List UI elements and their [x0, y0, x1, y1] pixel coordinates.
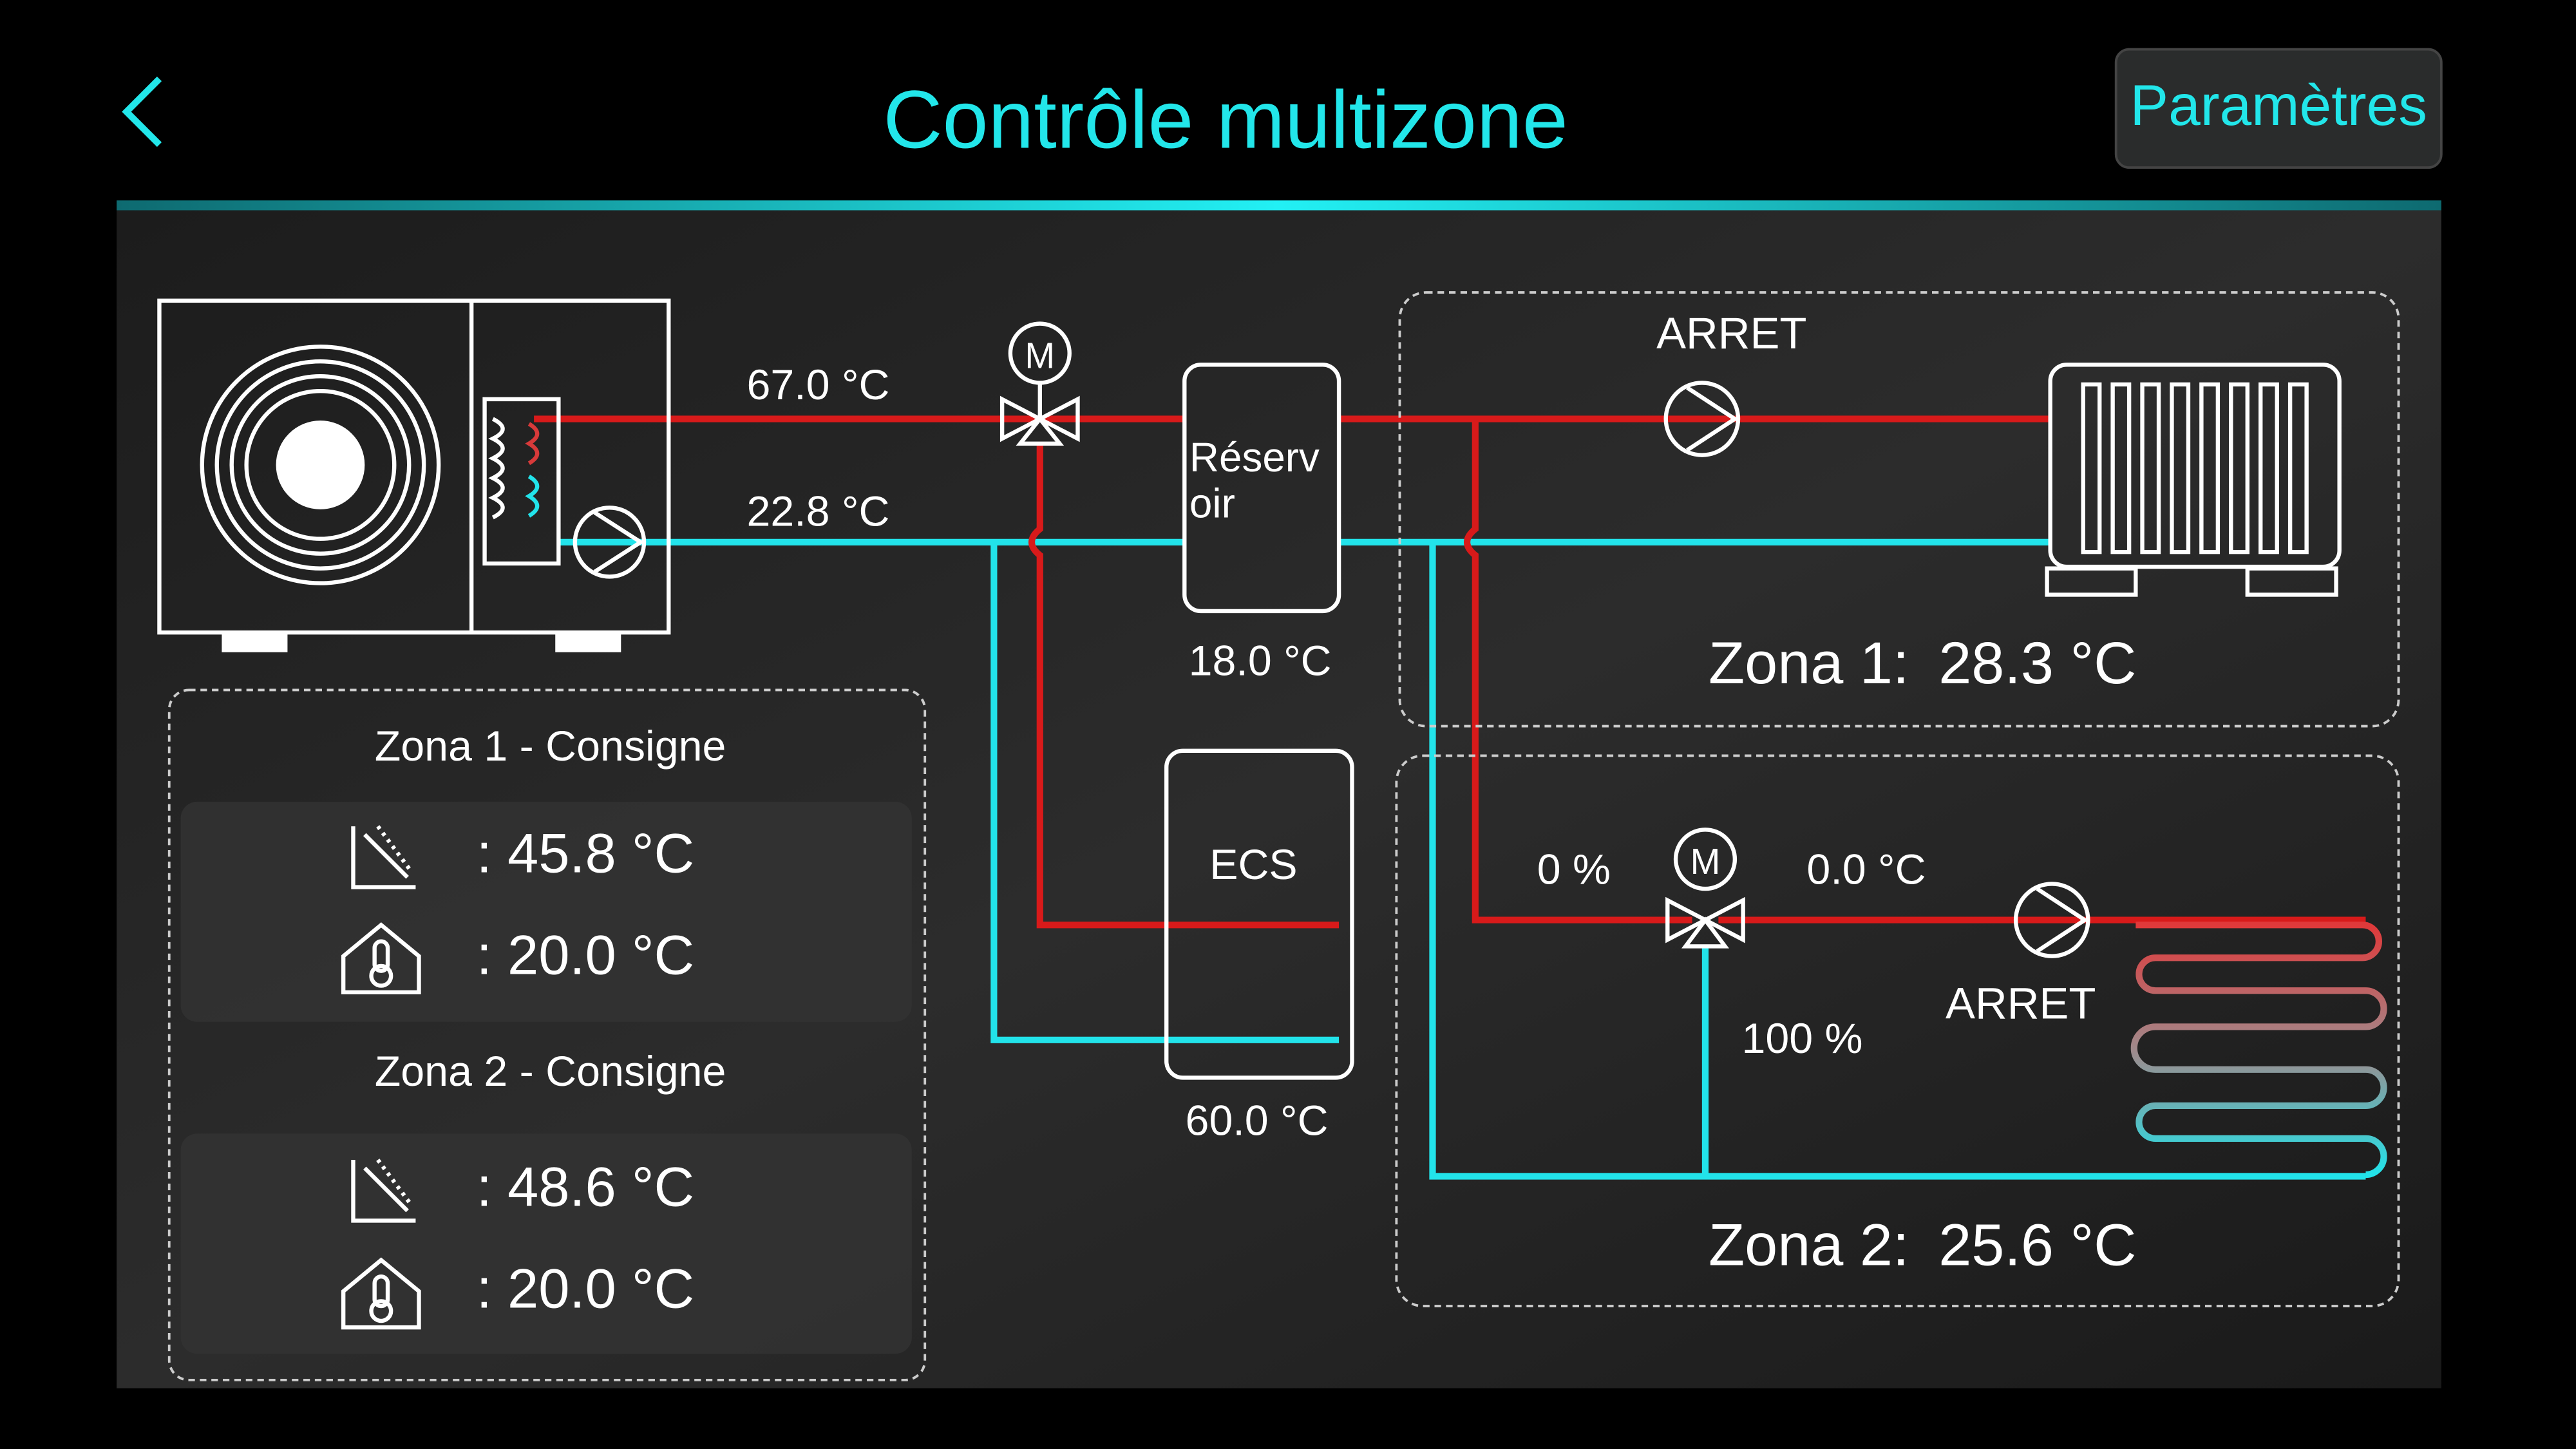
svg-text:: 20.0 °C: : 20.0 °C [477, 924, 694, 987]
settings-label: Paramètres [2130, 73, 2427, 137]
svg-text:Réserv: Réserv [1189, 434, 1320, 480]
motorized-valve-icon: M [999, 321, 1080, 446]
zone2-label: Zona 2: [1709, 1212, 1909, 1278]
svg-text:ECS: ECS [1209, 841, 1297, 889]
pump-icon [573, 506, 647, 579]
zone1-label: Zona 1: [1709, 630, 1909, 696]
svg-text:: 45.8 °C: : 45.8 °C [477, 822, 694, 885]
back-button[interactable] [122, 76, 162, 147]
return-temp: 22.8 °C [746, 488, 889, 535]
header-divider [117, 200, 2441, 211]
zone1-setpoint-card[interactable]: : 45.8 °C : 20.0 °C [180, 801, 912, 1022]
svg-text:M: M [1690, 841, 1721, 882]
svg-text:: 20.0 °C: : 20.0 °C [477, 1258, 694, 1320]
settings-button[interactable]: Paramètres [2114, 48, 2443, 169]
pump-icon [1663, 381, 1741, 457]
zone2-valve-open: 0 % [1537, 846, 1611, 893]
heating-curve-icon [351, 1159, 416, 1223]
zone2-valve-bypass: 100 % [1741, 1015, 1862, 1063]
house-thermometer-icon [341, 922, 421, 995]
house-thermometer-icon [341, 1257, 421, 1330]
svg-text:: 48.6 °C: : 48.6 °C [477, 1155, 694, 1218]
heating-curve-icon [351, 825, 416, 889]
zone2-pump-status: ARRET [1946, 979, 2096, 1028]
pipes [534, 415, 2387, 1180]
zone2-mix-temp: 0.0 °C [1806, 846, 1926, 893]
motorized-valve-icon: M [1665, 828, 1745, 949]
svg-text:oir: oir [1189, 480, 1235, 527]
chevron-left-icon [122, 76, 162, 147]
svg-text:M: M [1025, 335, 1055, 375]
dhw-tank: ECS [1164, 748, 1354, 1080]
zone1-setpoint-title: Zona 1 - Consigne [375, 723, 726, 770]
heat-pump-unit [157, 298, 671, 652]
radiator-icon [2045, 363, 2342, 597]
zone2-temp: 25.6 °C [1938, 1212, 2136, 1278]
dhw-temp: 60.0 °C [1186, 1097, 1329, 1145]
reservoir-temp: 18.0 °C [1189, 637, 1332, 685]
zone2-setpoint-title: Zona 2 - Consigne [375, 1048, 726, 1095]
supply-temp: 67.0 °C [746, 361, 889, 409]
zone2-setpoint-card[interactable]: : 48.6 °C : 20.0 °C [180, 1133, 912, 1354]
setpoints-panel: Zona 1 - Consigne : 45.8 °C : 20.0 °C Zo… [167, 688, 927, 1381]
zone1-temp: 28.3 °C [1938, 630, 2136, 696]
page-title: Contrôle multizone [883, 75, 1567, 166]
zone1-panel[interactable]: ARRET Zona 1: 28.3 °C [1398, 291, 2400, 728]
zone1-pump-status: ARRET [1656, 308, 1806, 358]
buffer-tank: Réserv oir [1182, 363, 1341, 614]
pump-icon [2013, 882, 2090, 958]
zone2-panel[interactable]: 0 % M 0.0 °C ARRET 100 % Zona 2: 25.6 °C [1395, 754, 2400, 1307]
